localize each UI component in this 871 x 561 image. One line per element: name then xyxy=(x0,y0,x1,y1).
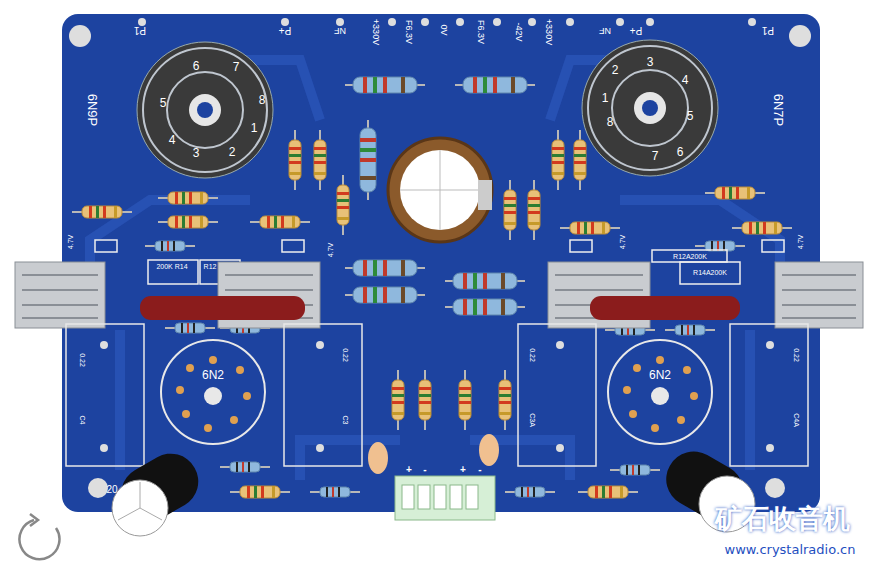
silkscreen-label: 4 xyxy=(169,134,176,146)
silkscreen-label: 5 xyxy=(687,110,694,122)
silkscreen-label: 6 xyxy=(677,146,684,158)
silkscreen-label: 4.7V xyxy=(327,243,334,257)
silkscreen-label: 5 xyxy=(160,97,167,109)
silkscreen-label: R14A200K xyxy=(693,269,727,276)
watermark: 矿石收音机 xyxy=(715,505,850,532)
silkscreen-label: + xyxy=(406,465,412,475)
silkscreen-label: 7 xyxy=(233,61,240,73)
silkscreen-label: 0.22 xyxy=(342,348,349,362)
silkscreen-label: + xyxy=(460,465,466,475)
silkscreen-label: 8 xyxy=(607,116,614,128)
silkscreen-label: C4A xyxy=(793,413,800,427)
silkscreen-label: -42V xyxy=(514,22,523,41)
silkscreen-label: - xyxy=(423,465,426,475)
silkscreen-label: +330V xyxy=(544,19,553,45)
silkscreen-label: 6N7P xyxy=(772,94,785,127)
silkscreen-label: C3 xyxy=(342,416,349,425)
silkscreen-label: 200K R14 xyxy=(156,263,187,270)
silkscreen-label: P+ xyxy=(279,25,292,35)
silkscreen-label: 4.7V xyxy=(619,235,626,249)
silkscreen-label: NF xyxy=(599,26,611,35)
silkscreen-label: P+ xyxy=(630,25,643,35)
silkscreen-label: 3 xyxy=(647,56,654,68)
silkscreen-label: 6N2 xyxy=(202,369,224,381)
silkscreen-label: 2 xyxy=(229,146,236,158)
silkscreen-label: 6N9P xyxy=(86,94,99,127)
silkscreen-label: 6N2 xyxy=(649,369,671,381)
silkscreen-label: 0V xyxy=(439,24,448,35)
silkscreen-label: F6.3V xyxy=(476,20,485,44)
silkscreen-label: 2 xyxy=(612,64,619,76)
silkscreen-label: 1 xyxy=(251,122,258,134)
silkscreen-label: C4 xyxy=(79,416,86,425)
silkscreen-label: P1 xyxy=(134,25,146,35)
silkscreen-label: - xyxy=(478,465,481,475)
silkscreen-label: NF xyxy=(334,26,346,35)
silkscreen-label: 4 xyxy=(682,74,689,86)
silkscreen-label: P1 xyxy=(762,25,774,35)
silkscreen-label: R12A200K xyxy=(673,253,707,260)
silkscreen-label: C3A xyxy=(529,413,536,427)
silkscreen-label: +330V xyxy=(371,19,380,45)
silkscreen-label: 0.22 xyxy=(529,348,536,362)
silkscreen-label: 3 xyxy=(193,147,200,159)
silkscreen-label: 20 xyxy=(106,485,117,495)
silkscreen-label: 8 xyxy=(259,94,266,106)
silkscreen-label: 0.22 xyxy=(793,348,800,362)
silkscreen-label: R12 xyxy=(204,263,217,270)
silkscreen-label: 1 xyxy=(602,92,609,104)
silkscreen-label: 7 xyxy=(652,150,659,162)
silkscreen-label: 4.7V xyxy=(67,235,74,249)
silkscreen-label: 0.22 xyxy=(79,353,86,367)
silkscreen-label: 4.7V xyxy=(797,235,804,249)
silkscreen-label: 6 xyxy=(193,60,200,72)
silkscreen-label: F6.3V xyxy=(404,20,413,44)
watermark-url: www.crystalradio.cn xyxy=(723,542,858,557)
